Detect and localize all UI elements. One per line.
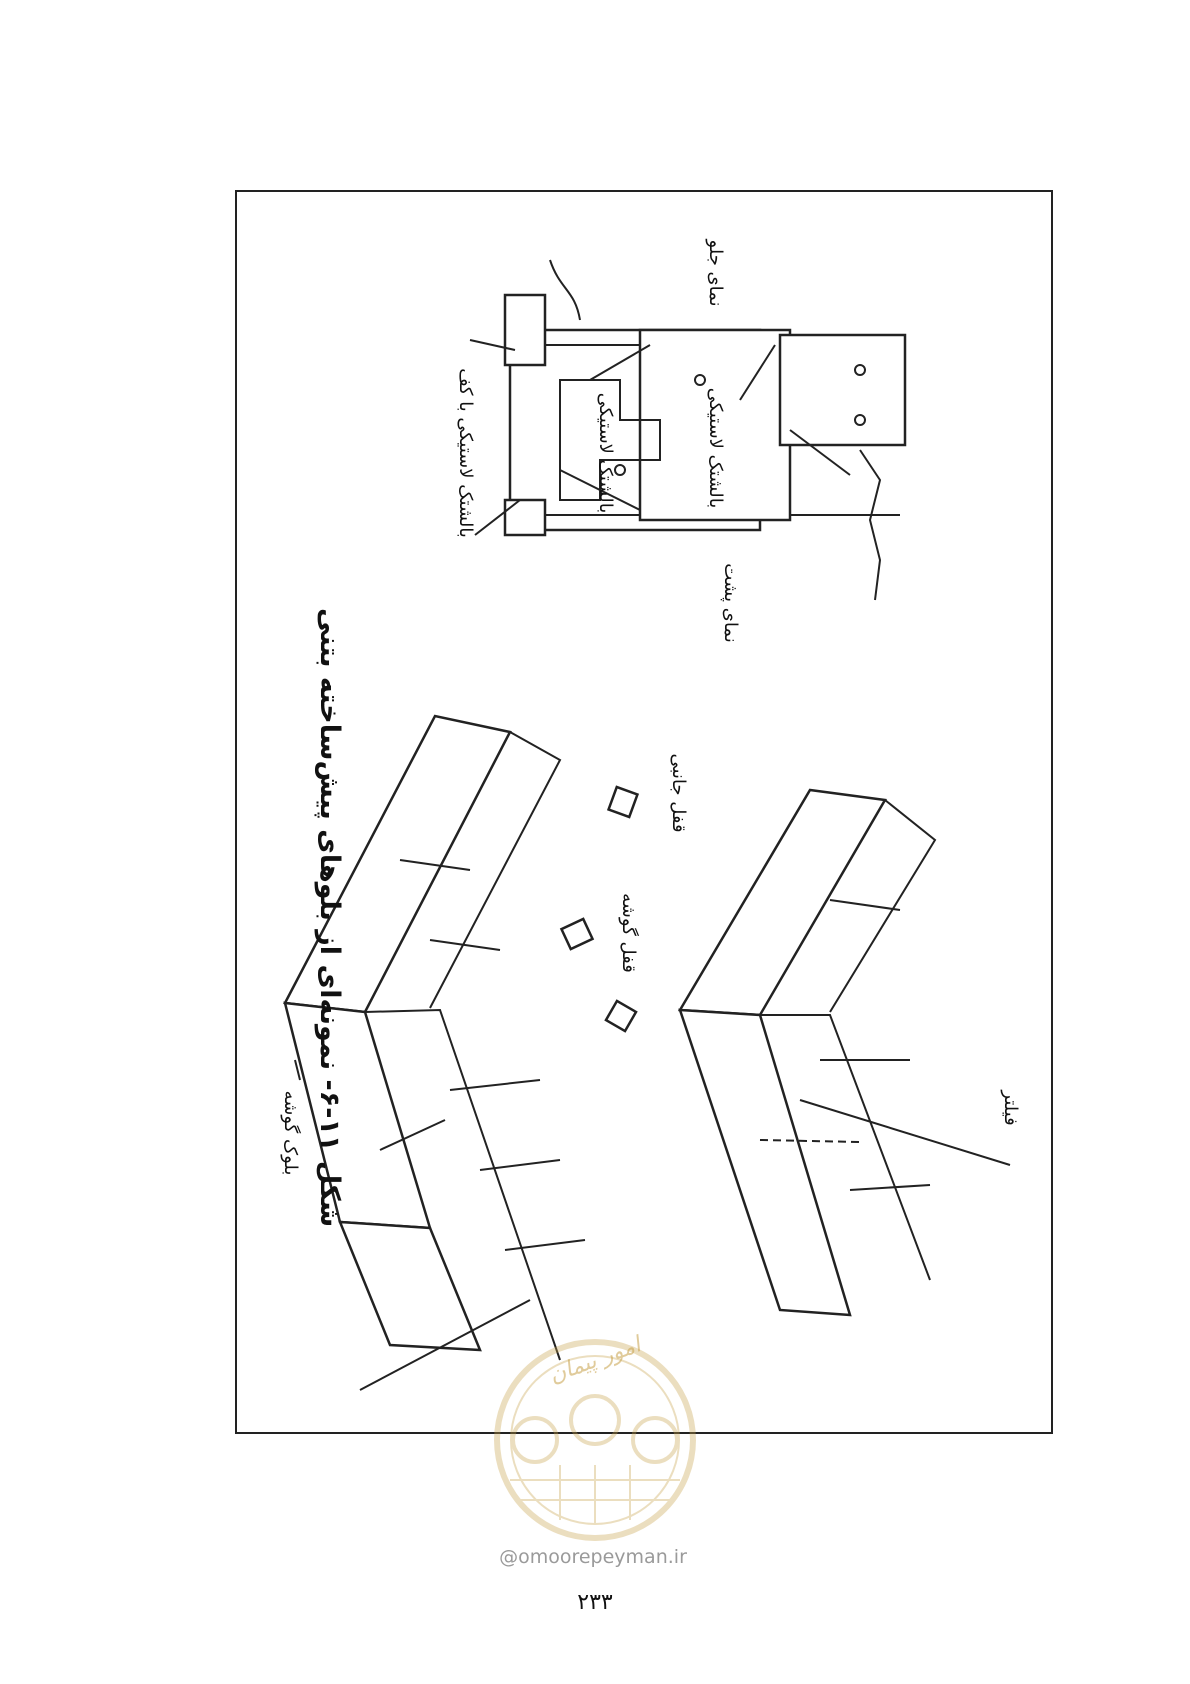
label-rubber-pad-1: بالشتک لاستیکی: [705, 387, 726, 509]
cross-section-drawing: [469, 259, 907, 601]
label-filter: فیلتر: [1000, 1090, 1021, 1126]
label-corner-block: بلوک گوشه: [280, 1090, 301, 1176]
label-rubber-pad-2: بالشتک لاستیکی: [595, 392, 616, 514]
page-number: ۲۳۳: [577, 1590, 613, 1615]
label-rear-view: نمای پشت: [720, 563, 741, 643]
label-corner-lock: قفل گوشه: [618, 893, 639, 973]
isometric-wall-left: [283, 714, 586, 1391]
label-rubber-pad-floor: بالشتک لاستیکی با کف: [455, 368, 476, 538]
figure-caption: شکل ۱۱-۶- نمونه‌ای از بلوهای پیش‌ساخته ب…: [314, 608, 345, 1228]
watermark-seal: [494, 1339, 696, 1541]
figure-frame: [235, 190, 1053, 1434]
watermark-website: @omoorepeyman.ir: [499, 1546, 687, 1568]
label-side-lock: قفل جانبی: [668, 753, 689, 833]
lock-glyphs: [559, 785, 640, 1033]
label-front-view: نمای جلو: [705, 239, 726, 307]
isometric-wall-right: [677, 788, 1011, 1317]
